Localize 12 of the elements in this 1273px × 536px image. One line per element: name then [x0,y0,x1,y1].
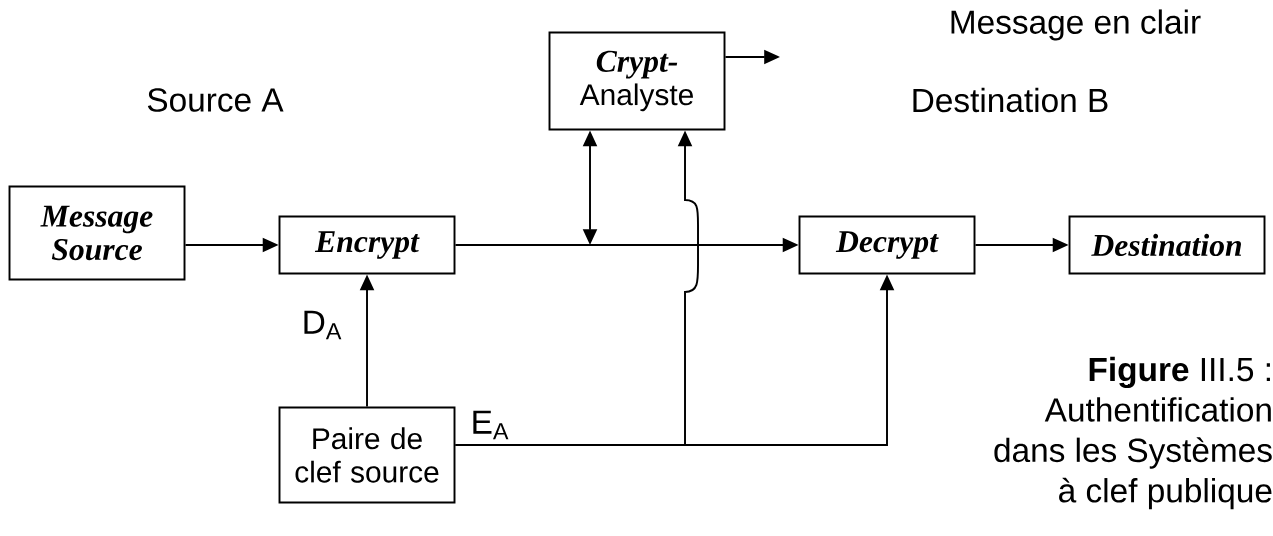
process-box: Destination [1068,215,1266,275]
figure-caption: Figure III.5 : Authentification dans les Systèmes à clef publique [994,356,1272,510]
edge-label: D$_{A}$ [299,308,345,342]
process-box: Decrypt [798,215,976,275]
process-box: Crypt- Analyste [548,31,726,131]
text-label: Destination B [913,87,1108,113]
key-box: Paire de clef source [278,406,456,504]
process-box: Encrypt [278,215,456,275]
text-label: Source A [147,88,284,112]
edge-label: E$_{A}$ [468,408,512,442]
process-box: Message Source [8,185,186,281]
text-label: Message en clair [951,9,1201,41]
